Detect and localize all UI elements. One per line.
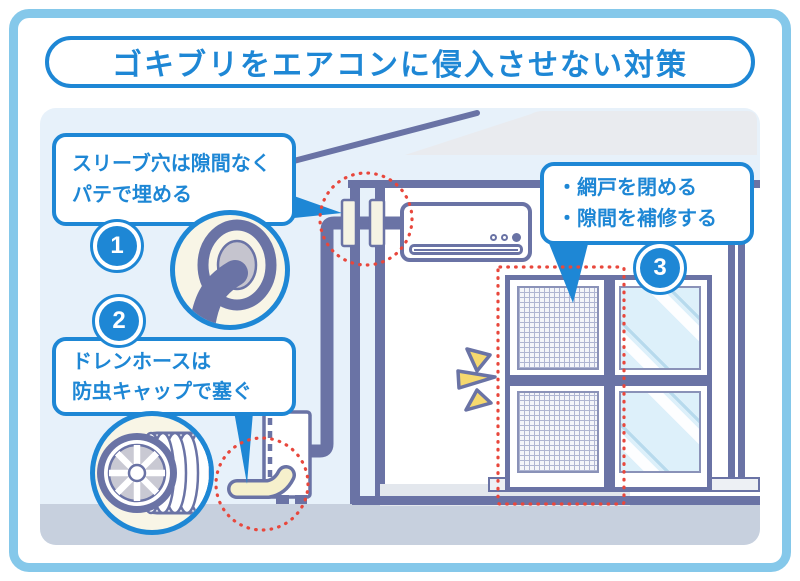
drain-hose (230, 468, 293, 496)
glass-pane-upper (619, 286, 701, 370)
wall-corner-right-outer (728, 188, 735, 478)
ac-indicator-lights (490, 233, 521, 242)
attention-flash-icon (456, 347, 497, 412)
drain-cap-icon (97, 431, 209, 515)
wall-corner-left-inner (375, 180, 385, 504)
illustration-scene: スリーブ穴は隙間なく パテで埋める ドレンホースは 防虫キャップで塞ぐ ・網戸を… (40, 108, 760, 545)
putty-sleeve-icon (189, 219, 277, 325)
step-number-1: 1 (97, 226, 137, 266)
ac-light-icon (501, 234, 508, 241)
air-conditioner-indoor-unit (400, 202, 532, 262)
roof-edge-line (283, 110, 480, 166)
step-badge-3: 3 (633, 241, 687, 295)
step-number-2: 2 (99, 301, 139, 341)
house-foundation (352, 496, 760, 505)
callout-3-line-2: ・隙間を補修する (557, 207, 717, 230)
callout-3-line-1: ・網戸を閉める (557, 176, 697, 199)
wall-corner-left-outer (350, 180, 360, 504)
callout-3-tail (546, 236, 590, 303)
window-middle-rail (510, 375, 707, 386)
callout-2-line-2: 防虫キャップで塞ぐ (72, 380, 252, 403)
step-badge-1: 1 (90, 219, 144, 273)
callout-1-line-2: パテで埋める (72, 183, 192, 206)
title-banner: ゴキブリをエアコンに侵入させない対策 (45, 36, 755, 88)
red-dotted-circle-drain (214, 436, 310, 532)
roof (283, 110, 757, 166)
wall-corner-right-inner (738, 188, 745, 478)
ac-light-icon (490, 234, 497, 241)
refrigerant-pipe (300, 216, 400, 458)
ac-vent (409, 244, 523, 255)
page-frame (9, 9, 791, 572)
screen-door-mesh-upper (517, 286, 599, 370)
putty-sleeve-illustration (170, 210, 290, 330)
window (505, 275, 712, 492)
screen-door-mesh-lower (517, 391, 599, 473)
callout-1-tail (294, 196, 342, 218)
putty-flange-inner (368, 198, 386, 248)
drain-cap-illustration (90, 411, 214, 535)
outdoor-unit-foot (295, 495, 307, 504)
callout-2-line-1: ドレンホースは (72, 350, 211, 373)
putty-flange-outer (340, 198, 358, 248)
red-dotted-rect-screen-door (496, 265, 626, 506)
outdoor-unit-foot (276, 495, 289, 504)
roof-surface (405, 111, 757, 155)
equipment-layer (227, 198, 400, 504)
callout-1-line-1: スリーブ穴は隙間なく (72, 152, 271, 175)
page-title: ゴキブリをエアコンに侵入させない対策 (112, 49, 688, 82)
ac-light-icon (512, 233, 521, 242)
highlight-layer (214, 171, 626, 532)
step-number-3: 3 (640, 248, 680, 288)
step-badge-2: 2 (92, 294, 146, 348)
callout-2-bubble: ドレンホースは 防虫キャップで塞ぐ (52, 337, 296, 416)
glass-pane-lower (619, 391, 701, 473)
ac-vent-line (414, 249, 518, 251)
callout-1-bubble: スリーブ穴は隙間なく パテで埋める (52, 133, 296, 226)
red-dotted-circle-sleeve (318, 171, 414, 267)
